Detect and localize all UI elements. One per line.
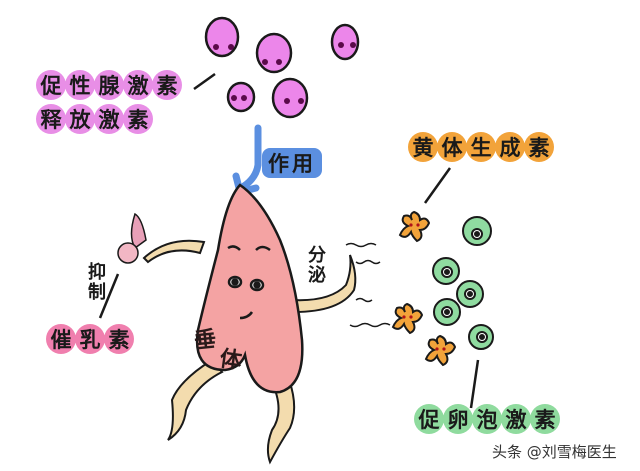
- char: 激: [501, 404, 531, 434]
- gnrh-cell: [271, 77, 309, 119]
- char: 体: [437, 132, 467, 162]
- lh-cell: [424, 334, 457, 367]
- left-arm: [142, 239, 206, 264]
- char: 腺: [94, 70, 124, 100]
- char: 释: [36, 104, 66, 134]
- secrete-label: 分泌: [305, 245, 326, 285]
- char: 泡: [472, 404, 502, 434]
- watermark: 头条 @刘雪梅医生: [492, 443, 617, 461]
- fsh-label: 促 卵 泡 激 素: [414, 404, 560, 434]
- secretion-wiggles: [345, 242, 391, 328]
- left-leg: [167, 358, 224, 441]
- fsh-pointer-line: [469, 359, 480, 409]
- char: 生: [466, 132, 496, 162]
- fsh-cell: [433, 298, 461, 326]
- char: 激: [123, 70, 153, 100]
- char: 素: [530, 404, 560, 434]
- fsh-cell: [462, 216, 492, 246]
- char: 素: [123, 104, 153, 134]
- limbs: [142, 239, 357, 465]
- gnrh-cells: [204, 16, 360, 119]
- char: 素: [104, 324, 134, 354]
- gnrh-cell: [255, 32, 293, 74]
- fsh-cell: [468, 324, 494, 350]
- fsh-cell: [456, 280, 484, 308]
- char: 性: [65, 70, 95, 100]
- gnrh-cell: [226, 81, 256, 113]
- pituitary-label-char: 垂: [193, 326, 218, 355]
- inhibit-line: [98, 273, 120, 319]
- face: [227, 245, 271, 320]
- lh-pointer-line: [423, 167, 452, 204]
- char: 卵: [443, 404, 473, 434]
- lh-cell: [391, 302, 424, 335]
- gnrh-cell: [204, 16, 240, 58]
- right-arm: [290, 254, 357, 314]
- char: 放: [65, 104, 95, 134]
- char: 催: [46, 324, 76, 354]
- action-arrow: [240, 124, 262, 190]
- char: 激: [94, 104, 124, 134]
- lh-cells: [391, 210, 457, 367]
- gnrh-label-line1: 促 性 腺 激 素: [36, 70, 182, 100]
- fsh-cell: [432, 257, 460, 285]
- lh-cell: [398, 210, 431, 243]
- lh-label: 黄 体 生 成 素: [408, 132, 554, 162]
- gnrh-pointer-line: [193, 72, 216, 91]
- char: 促: [414, 404, 444, 434]
- fsh-cells: [432, 216, 494, 350]
- char: 促: [36, 70, 66, 100]
- char: 素: [152, 70, 182, 100]
- gnrh-label-line2: 释 放 激 素: [36, 104, 153, 134]
- right-eyebrow: [255, 245, 271, 252]
- right-leg: [266, 370, 296, 465]
- prolactin-label: 催 乳 素: [46, 324, 134, 354]
- char: 素: [524, 132, 554, 162]
- inhibit-label: 抑制: [85, 262, 106, 302]
- pituitary-body: [195, 183, 304, 394]
- held-prolactin-figure: [117, 212, 147, 264]
- char: 黄: [408, 132, 438, 162]
- mouth: [239, 311, 254, 320]
- gnrh-cell: [330, 23, 360, 61]
- action-label: 作用: [262, 148, 322, 178]
- char: 成: [495, 132, 525, 162]
- left-eyebrow: [227, 245, 241, 251]
- char: 乳: [75, 324, 105, 354]
- pituitary-label-char: 体: [218, 346, 244, 375]
